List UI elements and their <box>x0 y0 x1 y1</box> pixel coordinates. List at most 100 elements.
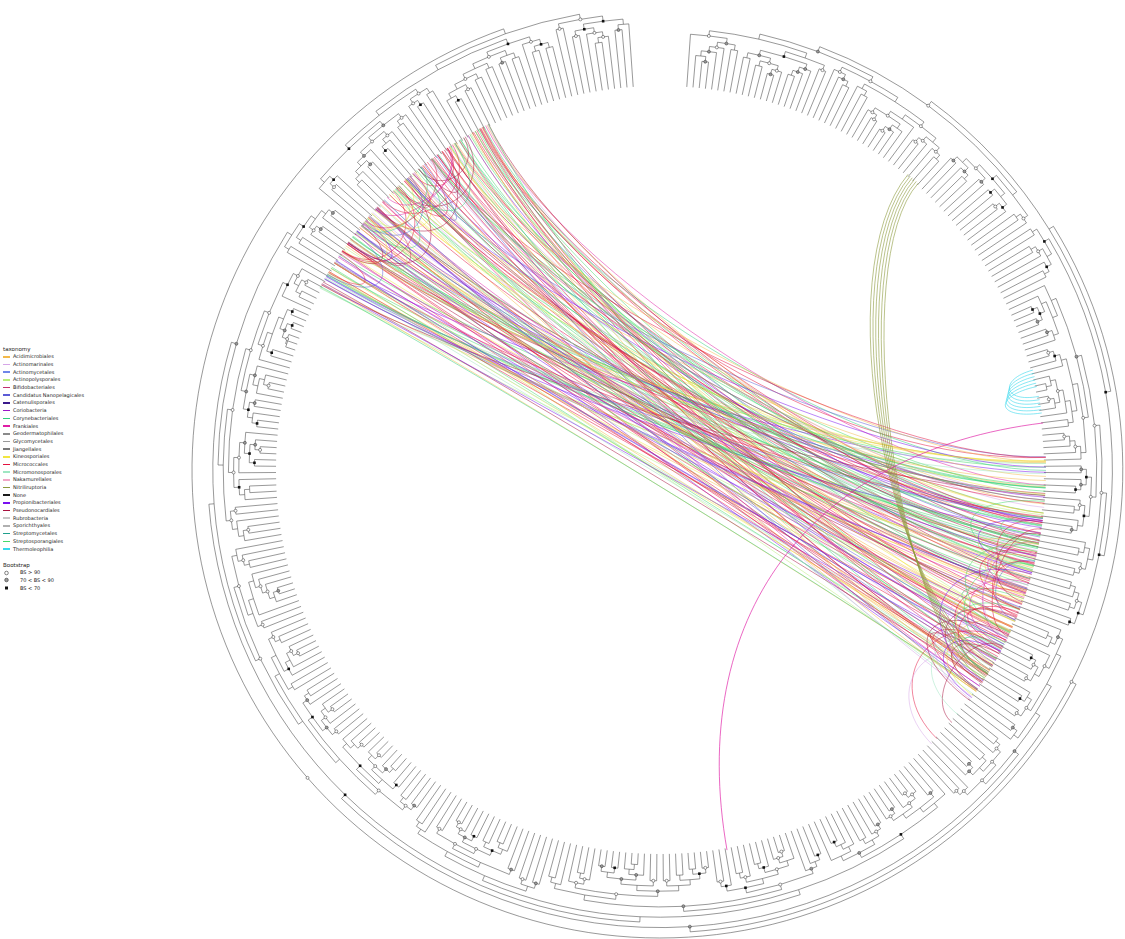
tree-branch <box>218 232 287 465</box>
tree-branch <box>275 640 280 642</box>
tree-branch <box>379 780 382 784</box>
tree-branch <box>1047 350 1049 356</box>
bootstrap-marker <box>377 789 380 792</box>
tree-branch <box>337 176 376 212</box>
bootstrap-marker <box>858 851 861 854</box>
tree-branch <box>302 269 325 282</box>
bootstrap-marker <box>777 856 780 859</box>
tree-branch <box>1078 384 1086 453</box>
legend-row: BS < 70 <box>3 584 84 592</box>
tree-branch <box>983 752 1000 772</box>
tree-branch <box>308 279 322 287</box>
filled-square <box>816 854 819 857</box>
bootstrap-marker <box>245 390 248 393</box>
tree-branch <box>1053 316 1058 318</box>
filled-square <box>1039 312 1042 315</box>
bootstrap-marker <box>656 890 659 893</box>
legend-swatch <box>3 433 10 435</box>
tree-branch <box>914 758 945 794</box>
tree-branch <box>1015 710 1019 716</box>
tree-branch <box>455 74 476 85</box>
legend-row: Glycomycetales <box>3 438 84 446</box>
bootstrap-marker <box>248 452 251 455</box>
tree-branch <box>973 761 986 775</box>
grey-circle <box>804 68 807 71</box>
tree-branch <box>1006 286 1044 304</box>
legend-title: Bootstrap <box>3 561 84 569</box>
open-circle <box>908 802 911 805</box>
bootstrap-marker <box>574 35 577 38</box>
tree-branch <box>1048 637 1052 646</box>
bootstrap-marker <box>464 77 467 80</box>
bootstrap-marker <box>1045 266 1048 269</box>
tree-branch <box>244 489 249 490</box>
open-circle <box>1047 351 1050 354</box>
tree-branch <box>390 140 417 173</box>
tree-branch <box>1068 604 1070 611</box>
open-circle <box>312 229 315 232</box>
tree-branch <box>865 836 878 844</box>
tree-branch <box>778 851 784 853</box>
legend-swatch <box>3 494 10 496</box>
tree-branch <box>964 175 968 179</box>
bootstrap-marker <box>968 770 971 773</box>
tree-branch <box>368 737 384 752</box>
bootstrap-marker <box>234 509 237 512</box>
tree-branch <box>1055 630 1061 645</box>
tree-branch <box>336 184 372 215</box>
bootstrap-marker <box>1015 712 1018 715</box>
grey-circle <box>1075 355 1078 358</box>
tree-branch <box>1079 500 1081 510</box>
legend-text: Sporichthyales <box>13 522 50 529</box>
bootstrap-marker <box>286 283 289 286</box>
transfer-curve <box>1005 386 1041 414</box>
tree-branch <box>810 860 820 864</box>
tree-branch <box>860 837 866 840</box>
tree-branch <box>1054 334 1059 336</box>
filled-square <box>1045 266 1048 269</box>
tree-branch <box>486 67 493 70</box>
tree-branch <box>1051 298 1056 300</box>
tree-branch <box>256 379 259 394</box>
tree-branch <box>590 848 595 880</box>
tree-branch <box>996 175 1027 215</box>
filled-square <box>1053 355 1056 358</box>
open-circle <box>583 878 586 881</box>
tree-branch <box>401 770 421 795</box>
legend-swatch <box>3 525 10 527</box>
open-circle <box>744 876 747 879</box>
bootstrap-marker <box>277 589 280 592</box>
tree-branch <box>449 94 452 99</box>
bootstrap-marker <box>335 730 338 733</box>
tree-branch <box>1043 446 1070 448</box>
filled-square <box>725 885 728 888</box>
open-circle <box>994 205 997 208</box>
tree-branch <box>288 687 292 690</box>
open-circle <box>306 776 309 779</box>
tree-branch <box>772 69 782 72</box>
bootstrap-marker <box>1053 355 1056 358</box>
tree-branch <box>556 30 572 97</box>
bootstrap-marker <box>467 88 470 91</box>
grey-circle <box>952 159 955 162</box>
tree-branch <box>773 837 778 853</box>
tree-branch <box>606 872 608 877</box>
grey-circle <box>277 589 280 592</box>
tree-branch <box>392 132 422 169</box>
tree-branch <box>279 589 295 594</box>
tree-branch <box>247 402 249 417</box>
transfer-curve <box>927 620 1009 700</box>
tree-branch <box>945 728 980 760</box>
tree-branch <box>417 782 436 808</box>
tree-branch <box>584 847 589 873</box>
bootstrap-marker <box>908 802 911 805</box>
tree-branch <box>489 819 500 843</box>
tree-branch <box>842 67 898 97</box>
tree-branch <box>1083 506 1085 527</box>
tree-branch <box>878 132 893 154</box>
tree-branch <box>748 65 755 96</box>
tree-branch <box>248 614 253 616</box>
bootstrap-marker <box>521 878 524 881</box>
tree-branch <box>291 246 332 271</box>
transfer-curve <box>355 234 993 666</box>
